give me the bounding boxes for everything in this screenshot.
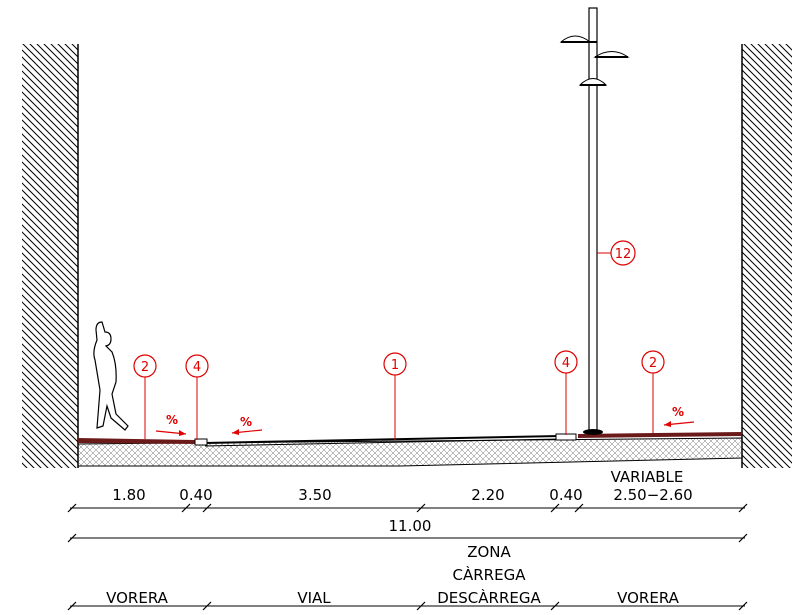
left-sidewalk-paving	[78, 438, 195, 444]
callout-1: 1	[383, 352, 407, 440]
dimension-row-zones	[67, 601, 748, 611]
callout-2-right-label: 2	[649, 356, 657, 371]
callout-2-left: 2	[133, 354, 157, 439]
callout-4-right-label: 4	[562, 356, 570, 371]
road-surface-lower	[204, 438, 561, 447]
slope-symbol-1: %	[166, 413, 178, 427]
callout-2-left-label: 2	[141, 360, 149, 375]
slope-marker-1: %	[155, 413, 187, 436]
zone-loading-line1: ZONA	[467, 543, 511, 561]
pedestrian-silhouette	[93, 321, 129, 431]
callout-2-right: 2	[641, 350, 665, 433]
dim-sidewalk-left: 1.80	[112, 486, 145, 504]
street-lamp	[559, 7, 630, 435]
slope-symbol-3: %	[672, 405, 684, 419]
callout-4-right: 4	[554, 350, 578, 435]
right-sidewalk-paving	[578, 432, 742, 438]
right-building-wall	[741, 44, 792, 468]
zone-loading-line3: DESCÀRREGA	[437, 588, 541, 607]
slope-symbol-2: %	[240, 415, 252, 429]
dim-loading-zone: 2.20	[471, 486, 504, 504]
callout-1-label: 1	[391, 358, 399, 373]
road-surface	[204, 435, 561, 444]
slope-marker-3: %	[663, 405, 695, 427]
zone-loading-line2: CÀRREGA	[453, 565, 527, 584]
slope-marker-2: %	[231, 415, 263, 435]
zone-sidewalk-right: VORERA	[617, 589, 680, 607]
callout-12: 12	[597, 240, 636, 266]
left-curb	[194, 438, 208, 446]
dim-total: 11.00	[389, 517, 432, 535]
dim-sidewalk-right-label: VARIABLE	[611, 468, 684, 486]
dim-sidewalk-right: 2.50−2.60	[613, 486, 692, 504]
dimension-row-total	[67, 533, 748, 543]
callout-12-label: 12	[615, 247, 632, 262]
zone-sidewalk-left: VORERA	[106, 589, 169, 607]
left-building-wall	[22, 44, 79, 468]
dim-road: 3.50	[298, 486, 331, 504]
dim-curb-right: 0.40	[549, 486, 582, 504]
dim-curb-left: 0.40	[179, 486, 212, 504]
callout-4-left-label: 4	[193, 360, 201, 375]
dimension-row-widths	[67, 503, 748, 513]
callout-4-left: 4	[185, 354, 209, 440]
zone-road: VIAL	[297, 589, 331, 607]
